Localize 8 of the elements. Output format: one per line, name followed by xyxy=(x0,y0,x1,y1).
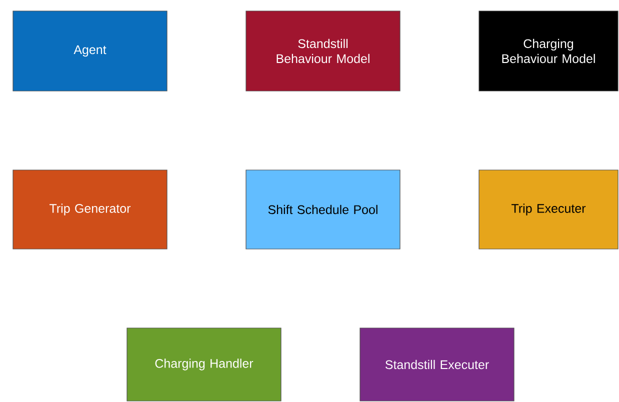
process-box: Trip Generator xyxy=(12,170,168,250)
process-box: Agent xyxy=(12,10,168,92)
process-box: Trip Executer xyxy=(478,170,618,250)
process-box: Charging Behaviour Model xyxy=(478,10,618,92)
process-box: Standstill Executer xyxy=(360,328,514,402)
process-box: Shift Schedule Pool xyxy=(246,170,400,250)
process-box: Standstill Behaviour Model xyxy=(246,10,400,92)
process-box: Charging Handler xyxy=(126,328,282,402)
